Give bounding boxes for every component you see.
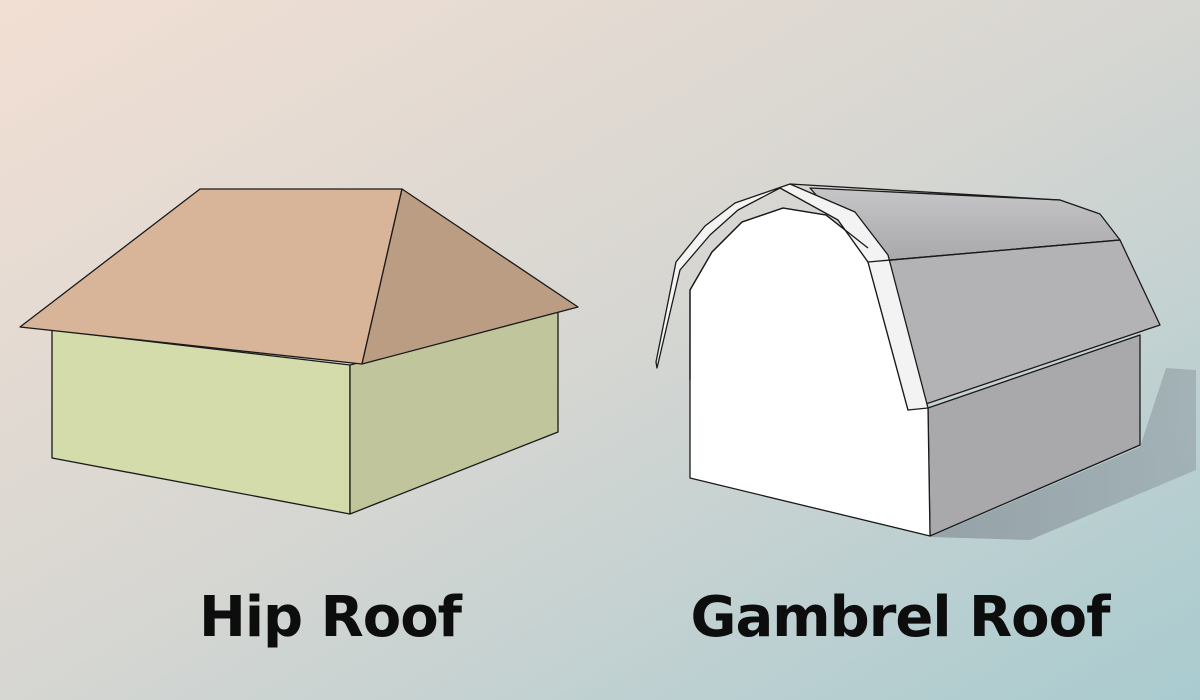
gambrel-ground-shadow [930, 368, 1196, 540]
gambrel-ridge-top-line [789, 183, 1061, 201]
hip-roof-side-plane [361, 188, 579, 365]
gambrel-roof-ridge-line [867, 239, 1121, 263]
gambrel-roof-edge-trim [655, 183, 929, 411]
hip-roof-caption: Hip Roof [198, 585, 462, 650]
gambrel-roof-caption: Gambrel Roof [690, 585, 1111, 650]
gambrel-roof-barn [655, 183, 1196, 540]
gambrel-inner-trim-line [689, 207, 869, 380]
hip-roof-house [19, 188, 579, 515]
